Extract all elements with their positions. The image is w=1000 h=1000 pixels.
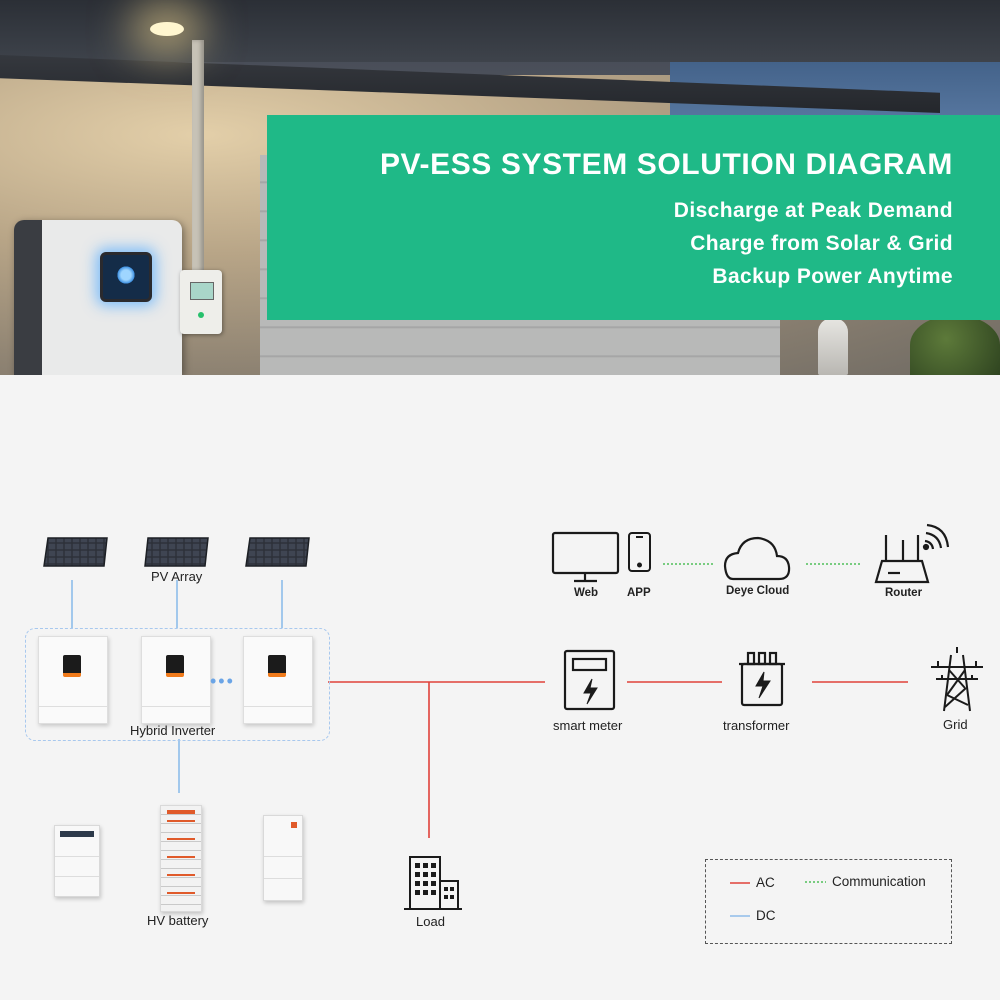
banner-line-discharge: Discharge at Peak Demand: [673, 199, 953, 222]
ac-lines: [328, 681, 908, 838]
grid-label: Grid: [943, 717, 968, 732]
title-banner: PV-ESS SYSTEM SOLUTION DIAGRAM Discharge…: [267, 115, 1000, 320]
ess-display: [100, 252, 152, 302]
hybrid-inverter: [38, 636, 108, 724]
solar-panel-icon: [245, 537, 310, 567]
hv-battery-rack: [160, 805, 202, 912]
pv-array-label: PV Array: [151, 569, 203, 584]
cloud-icon: [723, 536, 791, 581]
transformer-icon: [739, 651, 785, 707]
router-label: Router: [885, 587, 923, 599]
power-tower-icon: [931, 647, 983, 712]
banner-title: PV-ESS SYSTEM SOLUTION DIAGRAM: [379, 148, 953, 181]
hybrid-inverter: [141, 636, 211, 724]
legend-swatches: [730, 881, 826, 917]
banner-line-backup: Backup Power Anytime: [712, 265, 953, 288]
wall-charger: [180, 270, 222, 334]
wall-ess-unit: [14, 220, 182, 375]
inverter-display: [63, 655, 81, 677]
ev-plug: [818, 318, 848, 375]
battery-display: [60, 831, 94, 837]
hybrid-inverter-label: Hybrid Inverter: [130, 723, 216, 738]
legend-dc-label: DC: [756, 908, 776, 923]
inverter-display: [166, 655, 184, 677]
system-diagram: PV Array ••• Hybrid Inverter HV battery …: [0, 375, 1000, 1000]
downpipe: [192, 40, 204, 280]
dc-lines: [71, 580, 283, 793]
banner-line-charge: Charge from Solar & Grid: [690, 232, 953, 255]
transformer-label: transformer: [723, 718, 790, 733]
battery-module-small: [54, 825, 100, 897]
battery-tower: [263, 815, 303, 901]
hybrid-inverter: [243, 636, 313, 724]
solar-panel-icon: [43, 537, 108, 567]
load-label: Load: [416, 914, 445, 929]
bush: [910, 315, 1000, 375]
diagram-connections: [43, 523, 983, 917]
legend-box: [705, 859, 952, 944]
deye-cloud-label: Deye Cloud: [726, 585, 790, 597]
hv-battery-label: HV battery: [147, 913, 209, 928]
phone-icon: [628, 532, 651, 572]
building-icon: [404, 856, 462, 910]
more-inverters-ellipsis: •••: [210, 671, 235, 691]
smart-meter-label: smart meter: [553, 718, 623, 733]
legend-ac-label: AC: [756, 875, 775, 890]
router-icon: [874, 523, 950, 584]
legend-communication-label: Communication: [832, 874, 926, 889]
app-label: APP: [627, 587, 651, 599]
monitor-icon: [551, 531, 620, 583]
smart-meter-icon: [563, 649, 616, 711]
porch-light: [150, 22, 184, 36]
web-label: Web: [574, 587, 599, 599]
hybrid-inverter-group: [25, 628, 330, 741]
solar-panel-icon: [144, 537, 209, 567]
inverter-display: [268, 655, 286, 677]
